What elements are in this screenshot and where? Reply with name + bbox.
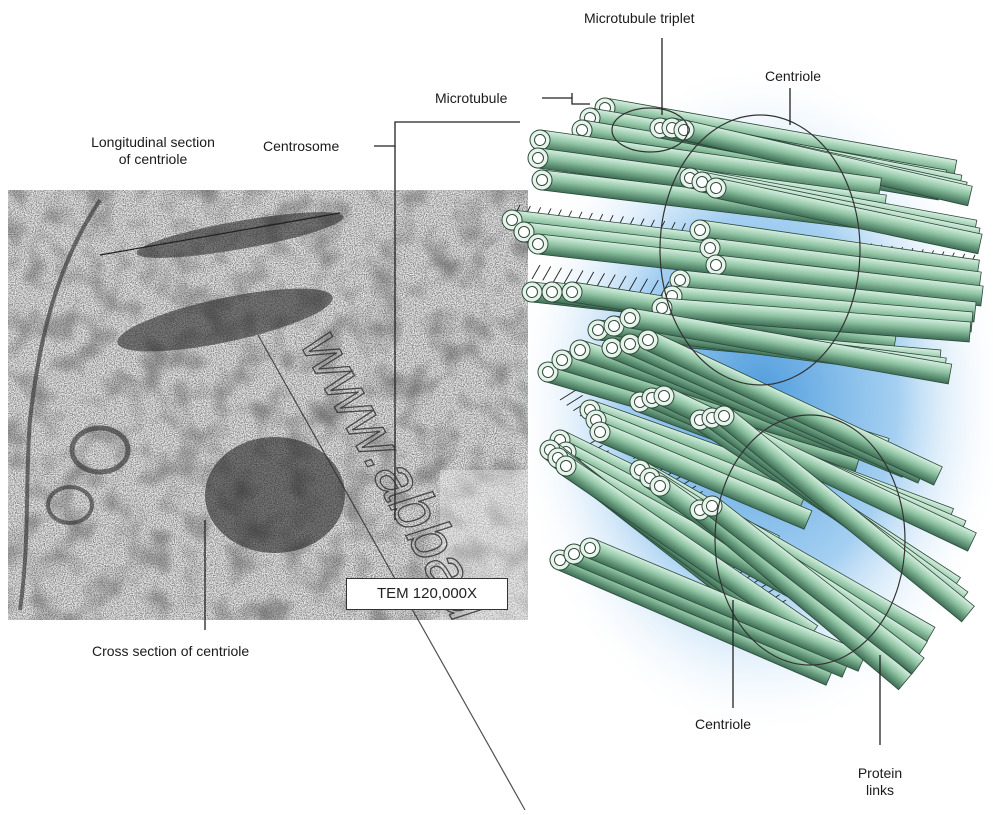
magnification-label: TEM 120,000X [346,578,508,610]
label-protein-links: Protein links [845,765,915,799]
label-longitudinal-section: Longitudinal section of centriole [58,134,248,168]
label-centriole-bottom: Centriole [695,716,751,733]
label-longitudinal-line1: Longitudinal section [58,134,248,151]
label-microtubule: Microtubule [435,90,507,107]
label-protein-links-line1: Protein [845,765,915,782]
label-longitudinal-line2: of centriole [58,151,248,168]
label-centrosome: Centrosome [263,138,339,155]
label-microtubule-triplet: Microtubule triplet [584,10,695,27]
label-protein-links-line2: links [845,782,915,799]
label-cross-section: Cross section of centriole [92,643,249,660]
label-centriole-top: Centriole [765,68,821,85]
